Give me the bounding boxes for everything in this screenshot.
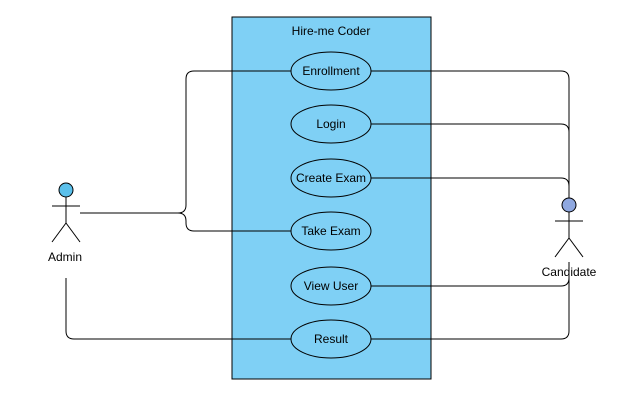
actor-admin[interactable]: Admin bbox=[48, 182, 82, 264]
connector-candidate-create-exam bbox=[371, 177, 570, 198]
use-case-view-user[interactable]: View User bbox=[290, 266, 372, 306]
connector-candidate-login bbox=[371, 123, 570, 198]
connector-candidate-enrollment bbox=[371, 70, 570, 198]
actor-candidate-head-icon bbox=[561, 197, 577, 213]
connector-candidate-result bbox=[371, 262, 570, 340]
use-case-enrollment[interactable]: Enrollment bbox=[290, 51, 372, 91]
actor-admin-head-icon bbox=[58, 182, 74, 198]
actor-admin-label: Admin bbox=[48, 250, 82, 264]
use-case-create-exam-label: Create Exam bbox=[296, 171, 366, 185]
use-case-login-label: Login bbox=[316, 117, 345, 131]
use-case-result[interactable]: Result bbox=[290, 319, 372, 359]
connector-admin-enrollment bbox=[80, 70, 292, 214]
use-case-create-exam[interactable]: Create Exam bbox=[290, 158, 372, 198]
use-case-take-exam-label: Take Exam bbox=[301, 224, 360, 238]
actor-candidate[interactable]: Candidate bbox=[542, 197, 597, 279]
use-case-result-label: Result bbox=[314, 332, 349, 346]
connector-admin-result bbox=[65, 278, 292, 340]
use-case-enrollment-label: Enrollment bbox=[302, 64, 360, 78]
use-case-view-user-label: View User bbox=[304, 279, 358, 293]
connector-admin-take-exam bbox=[80, 212, 292, 232]
system-title: Hire-me Coder bbox=[292, 24, 371, 38]
actor-candidate-label: Candidate bbox=[542, 265, 597, 279]
use-case-take-exam[interactable]: Take Exam bbox=[290, 211, 372, 251]
use-case-login[interactable]: Login bbox=[290, 104, 372, 144]
